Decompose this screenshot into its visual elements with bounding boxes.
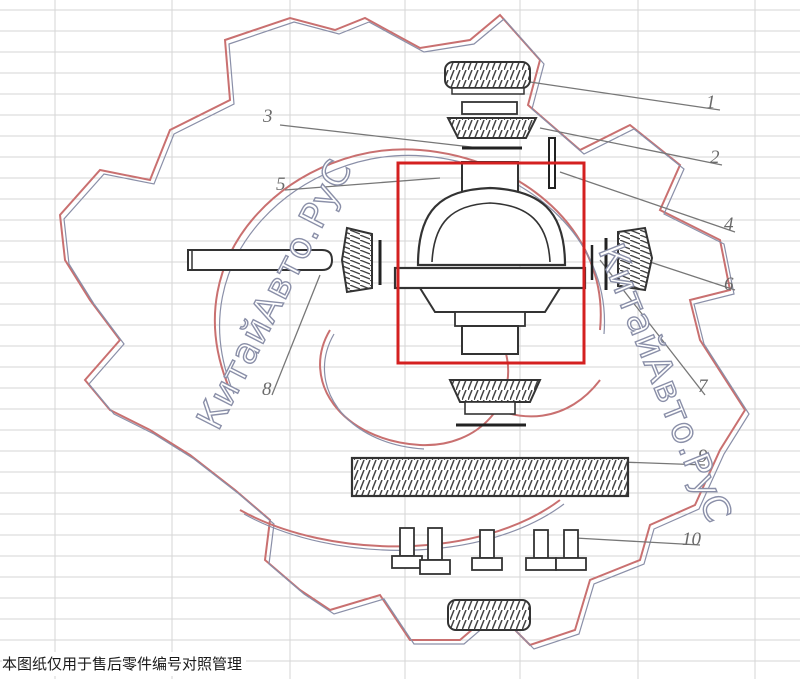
bolt	[525, 529, 557, 571]
watermark-text-left: КитайАвто.РуС	[189, 153, 360, 436]
callout-9: 9	[698, 446, 708, 467]
tapered-bearing-lower	[447, 599, 531, 631]
callout-1: 1	[706, 92, 716, 113]
part-2-side-gear	[446, 101, 538, 139]
bolt	[391, 527, 423, 569]
part-10-bolts	[391, 527, 587, 575]
part-8-pinion-shaft	[187, 249, 334, 271]
bolt	[555, 529, 587, 571]
highlight-box	[396, 161, 586, 365]
footer-note: 本图纸仅用于售后零件编号对照管理	[2, 652, 247, 676]
part-1-tapered-bearing	[444, 61, 531, 95]
part-callouts: 1 2 3 4 5 6 7 8 9 10	[262, 92, 734, 550]
part-6-planet-gear-right	[604, 226, 654, 292]
callout-8: 8	[262, 379, 272, 400]
callout-5: 5	[276, 174, 286, 195]
callout-10: 10	[682, 529, 702, 550]
callout-3: 3	[262, 106, 273, 127]
callout-7: 7	[698, 376, 709, 397]
bolt	[471, 529, 503, 571]
bolt	[419, 527, 451, 575]
watermark-gear-outline	[58, 13, 750, 650]
callout-2: 2	[710, 147, 720, 168]
part-5-differential-housing	[393, 161, 587, 355]
side-gear-lower	[448, 379, 542, 427]
part-9-ring-gear	[350, 456, 630, 498]
planet-gear-left	[340, 226, 382, 294]
callout-4: 4	[724, 214, 734, 235]
callout-6: 6	[724, 274, 734, 295]
